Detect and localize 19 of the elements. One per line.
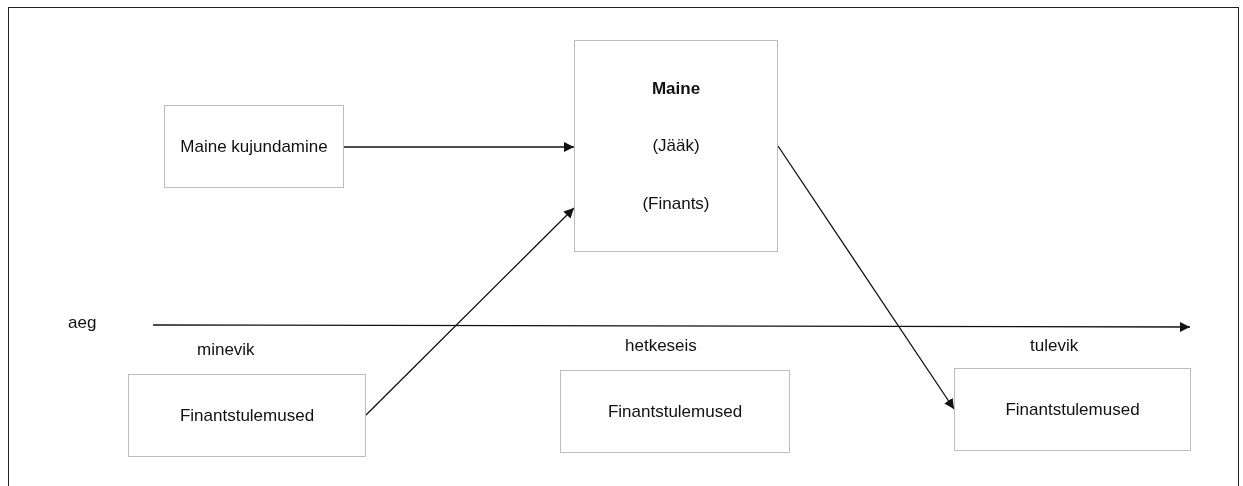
arrow [365, 207, 575, 416]
reputation-box [574, 40, 778, 252]
process-box [954, 368, 1191, 451]
box-heading: Maine [651, 77, 701, 99]
arrow [777, 145, 955, 410]
timeline-label: tulevik [1030, 336, 1079, 356]
box-text: Finantstulemused [607, 400, 743, 423]
process-box [560, 370, 790, 453]
arrow [343, 142, 575, 152]
box-text: Maine kujundamine [180, 135, 328, 158]
process-box [128, 374, 366, 457]
box-text: Finantstulemused [1005, 398, 1140, 421]
box-text: (Jääk) [652, 135, 700, 157]
process-box [164, 105, 344, 188]
axis-label: aeg [68, 313, 97, 333]
timeline-label: minevik [197, 340, 255, 360]
box-text: Finantstulemused [179, 404, 315, 427]
timeline-label: hetkeseis [625, 336, 697, 356]
box-text: (Finants) [642, 193, 710, 215]
